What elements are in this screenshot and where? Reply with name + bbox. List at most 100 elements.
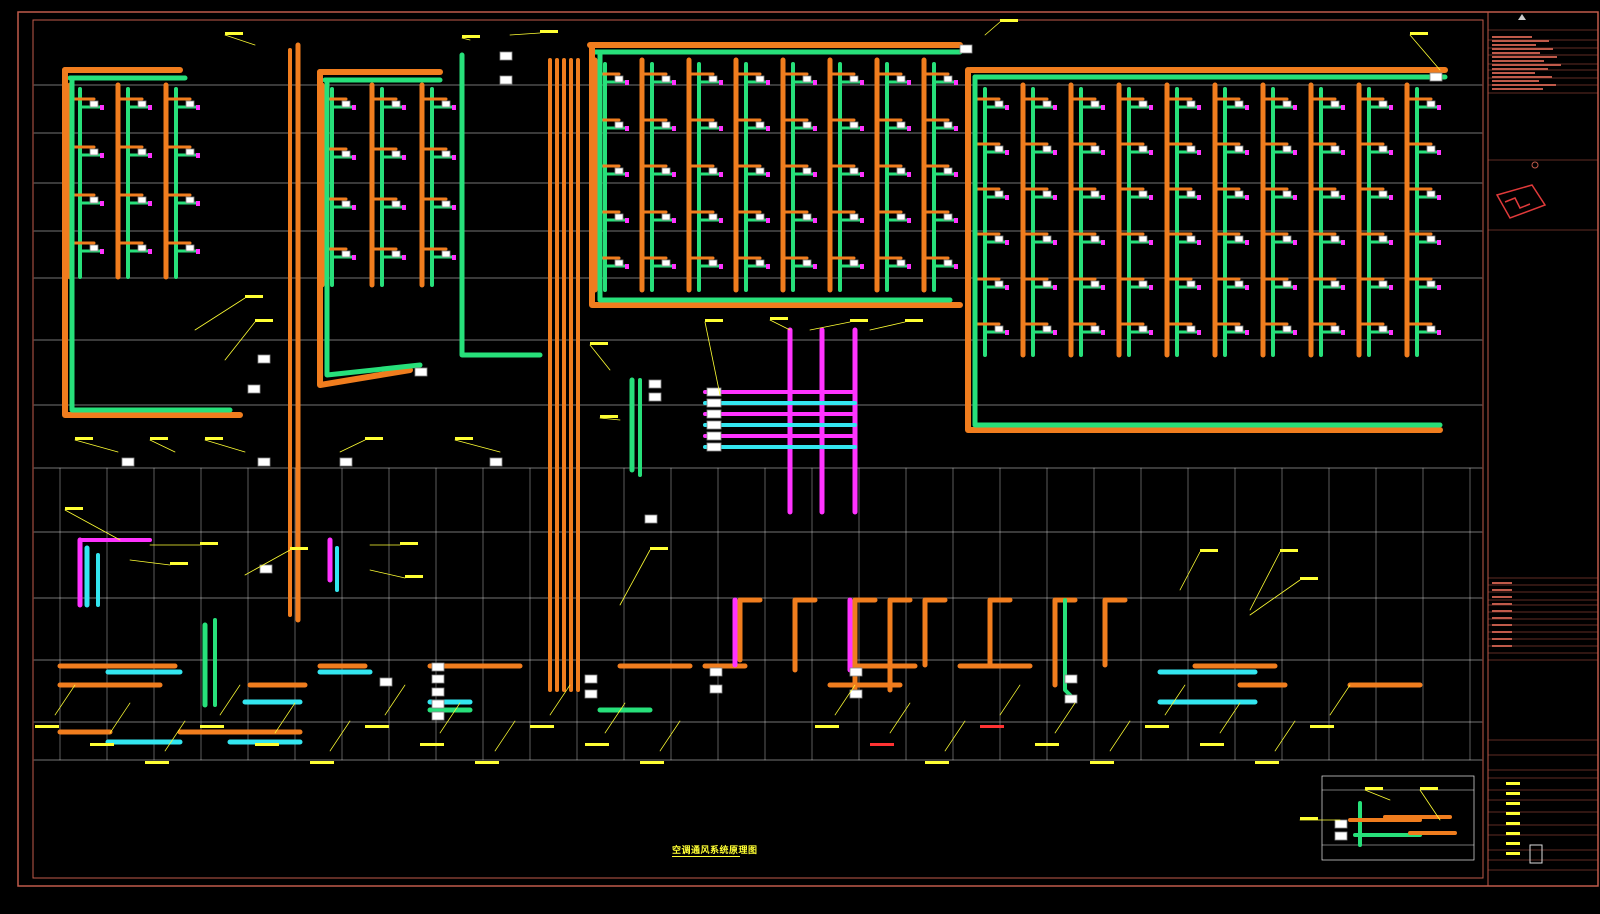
fan-coil-unit [1090, 235, 1100, 243]
fan-coil-unit [391, 150, 401, 158]
leader-line [1249, 579, 1301, 616]
supply-main [317, 69, 413, 388]
equipment-tag [310, 761, 334, 764]
leader-line [494, 720, 516, 752]
fan-coil-unit [1138, 235, 1148, 243]
valve-icon [196, 201, 200, 206]
fan-coil-unit [1186, 280, 1196, 288]
equipment-tag [1365, 787, 1383, 790]
title-block-text [1492, 84, 1556, 86]
fan-coil-unit [1186, 235, 1196, 243]
fan-coil-unit [802, 75, 812, 83]
fan-coil-unit [1090, 325, 1100, 333]
equipment-tag [255, 743, 279, 746]
valve-icon [954, 172, 958, 177]
valve-icon [860, 218, 864, 223]
equipment-tag [1200, 549, 1218, 552]
equipment-tag [1300, 577, 1318, 580]
equipment-tag [365, 725, 389, 728]
title-block-text [1492, 80, 1539, 82]
fan-coil-unit [137, 196, 147, 204]
equipment-unit [121, 457, 135, 467]
valve-icon [452, 105, 456, 110]
fan-coil-unit [1234, 325, 1244, 333]
equipment-tag [1145, 725, 1169, 728]
equipment-unit [1429, 72, 1443, 82]
leader-line [164, 720, 186, 752]
equipment-tag [530, 725, 554, 728]
equipment-tag [90, 743, 114, 746]
equipment-tag [1035, 743, 1059, 746]
valve-icon [1197, 150, 1201, 155]
floor-grid [33, 84, 1483, 861]
equipment-unit [489, 457, 503, 467]
equipment-tag [925, 761, 949, 764]
fan-coil-unit [849, 259, 859, 267]
valve-icon [1341, 150, 1345, 155]
leader-line [329, 720, 351, 752]
equipment-tag [815, 725, 839, 728]
fan-coil-unit [896, 259, 906, 267]
valve-icon [860, 80, 864, 85]
title-block-text [1492, 56, 1557, 58]
leader-line [604, 702, 626, 734]
air-handling-unit [706, 442, 722, 452]
fan-coil-unit [896, 75, 906, 83]
equipment-unit [259, 564, 273, 574]
equipment-tag [640, 761, 664, 764]
valve-icon [1149, 330, 1153, 335]
title-block-text [1492, 52, 1540, 54]
title-block-text [1492, 60, 1544, 62]
air-handling-unit [706, 420, 722, 430]
fan-coil-unit [341, 200, 351, 208]
valve-icon [1245, 195, 1249, 200]
valve-icon [1389, 105, 1393, 110]
fan-coil-unit [137, 244, 147, 252]
fan-coil-unit [185, 100, 195, 108]
inner-border [32, 19, 1484, 879]
equipment-tag [1310, 725, 1334, 728]
valve-icon [625, 80, 629, 85]
valve-icon [1149, 240, 1153, 245]
valve-icon [1341, 105, 1345, 110]
valve-icon [1197, 285, 1201, 290]
equipment-tag [1000, 19, 1018, 22]
valve-icon [1437, 330, 1441, 335]
valve-icon [1053, 195, 1057, 200]
valve-icon [1005, 195, 1009, 200]
fan-coil-unit [994, 235, 1004, 243]
title-block-text [1506, 852, 1520, 855]
equipment-tag [462, 35, 480, 38]
leader-line [1054, 702, 1076, 734]
valve-icon [100, 153, 104, 158]
fan-coil-unit [1186, 100, 1196, 108]
valve-icon [352, 105, 356, 110]
leader-line [999, 684, 1021, 716]
valve-icon [1341, 330, 1345, 335]
valve-icon [954, 264, 958, 269]
equipment-tag [705, 319, 723, 322]
valve-icon [907, 172, 911, 177]
fan-coil-unit [89, 148, 99, 156]
equipment-tag [590, 342, 608, 345]
equipment-tag [1420, 787, 1438, 790]
valve-icon [1341, 195, 1345, 200]
valve-icon [100, 249, 104, 254]
fan-coil-unit [441, 100, 451, 108]
fan-coil-unit [1282, 235, 1292, 243]
equipment-tag [400, 542, 418, 545]
valve-icon [907, 80, 911, 85]
equipment-tag [245, 295, 263, 298]
fan-coil-unit [1282, 100, 1292, 108]
leader-line [219, 684, 241, 716]
equipment-tag [35, 725, 59, 728]
valve-icon [1149, 195, 1153, 200]
title-block-text [1492, 631, 1512, 633]
title-block-text [1492, 638, 1512, 640]
title-block-text [1506, 842, 1520, 845]
fan-coil-unit [708, 259, 718, 267]
valve-icon [1245, 240, 1249, 245]
leader-line [809, 321, 851, 331]
title-block-text [1492, 610, 1512, 612]
fan-coil-unit [441, 200, 451, 208]
